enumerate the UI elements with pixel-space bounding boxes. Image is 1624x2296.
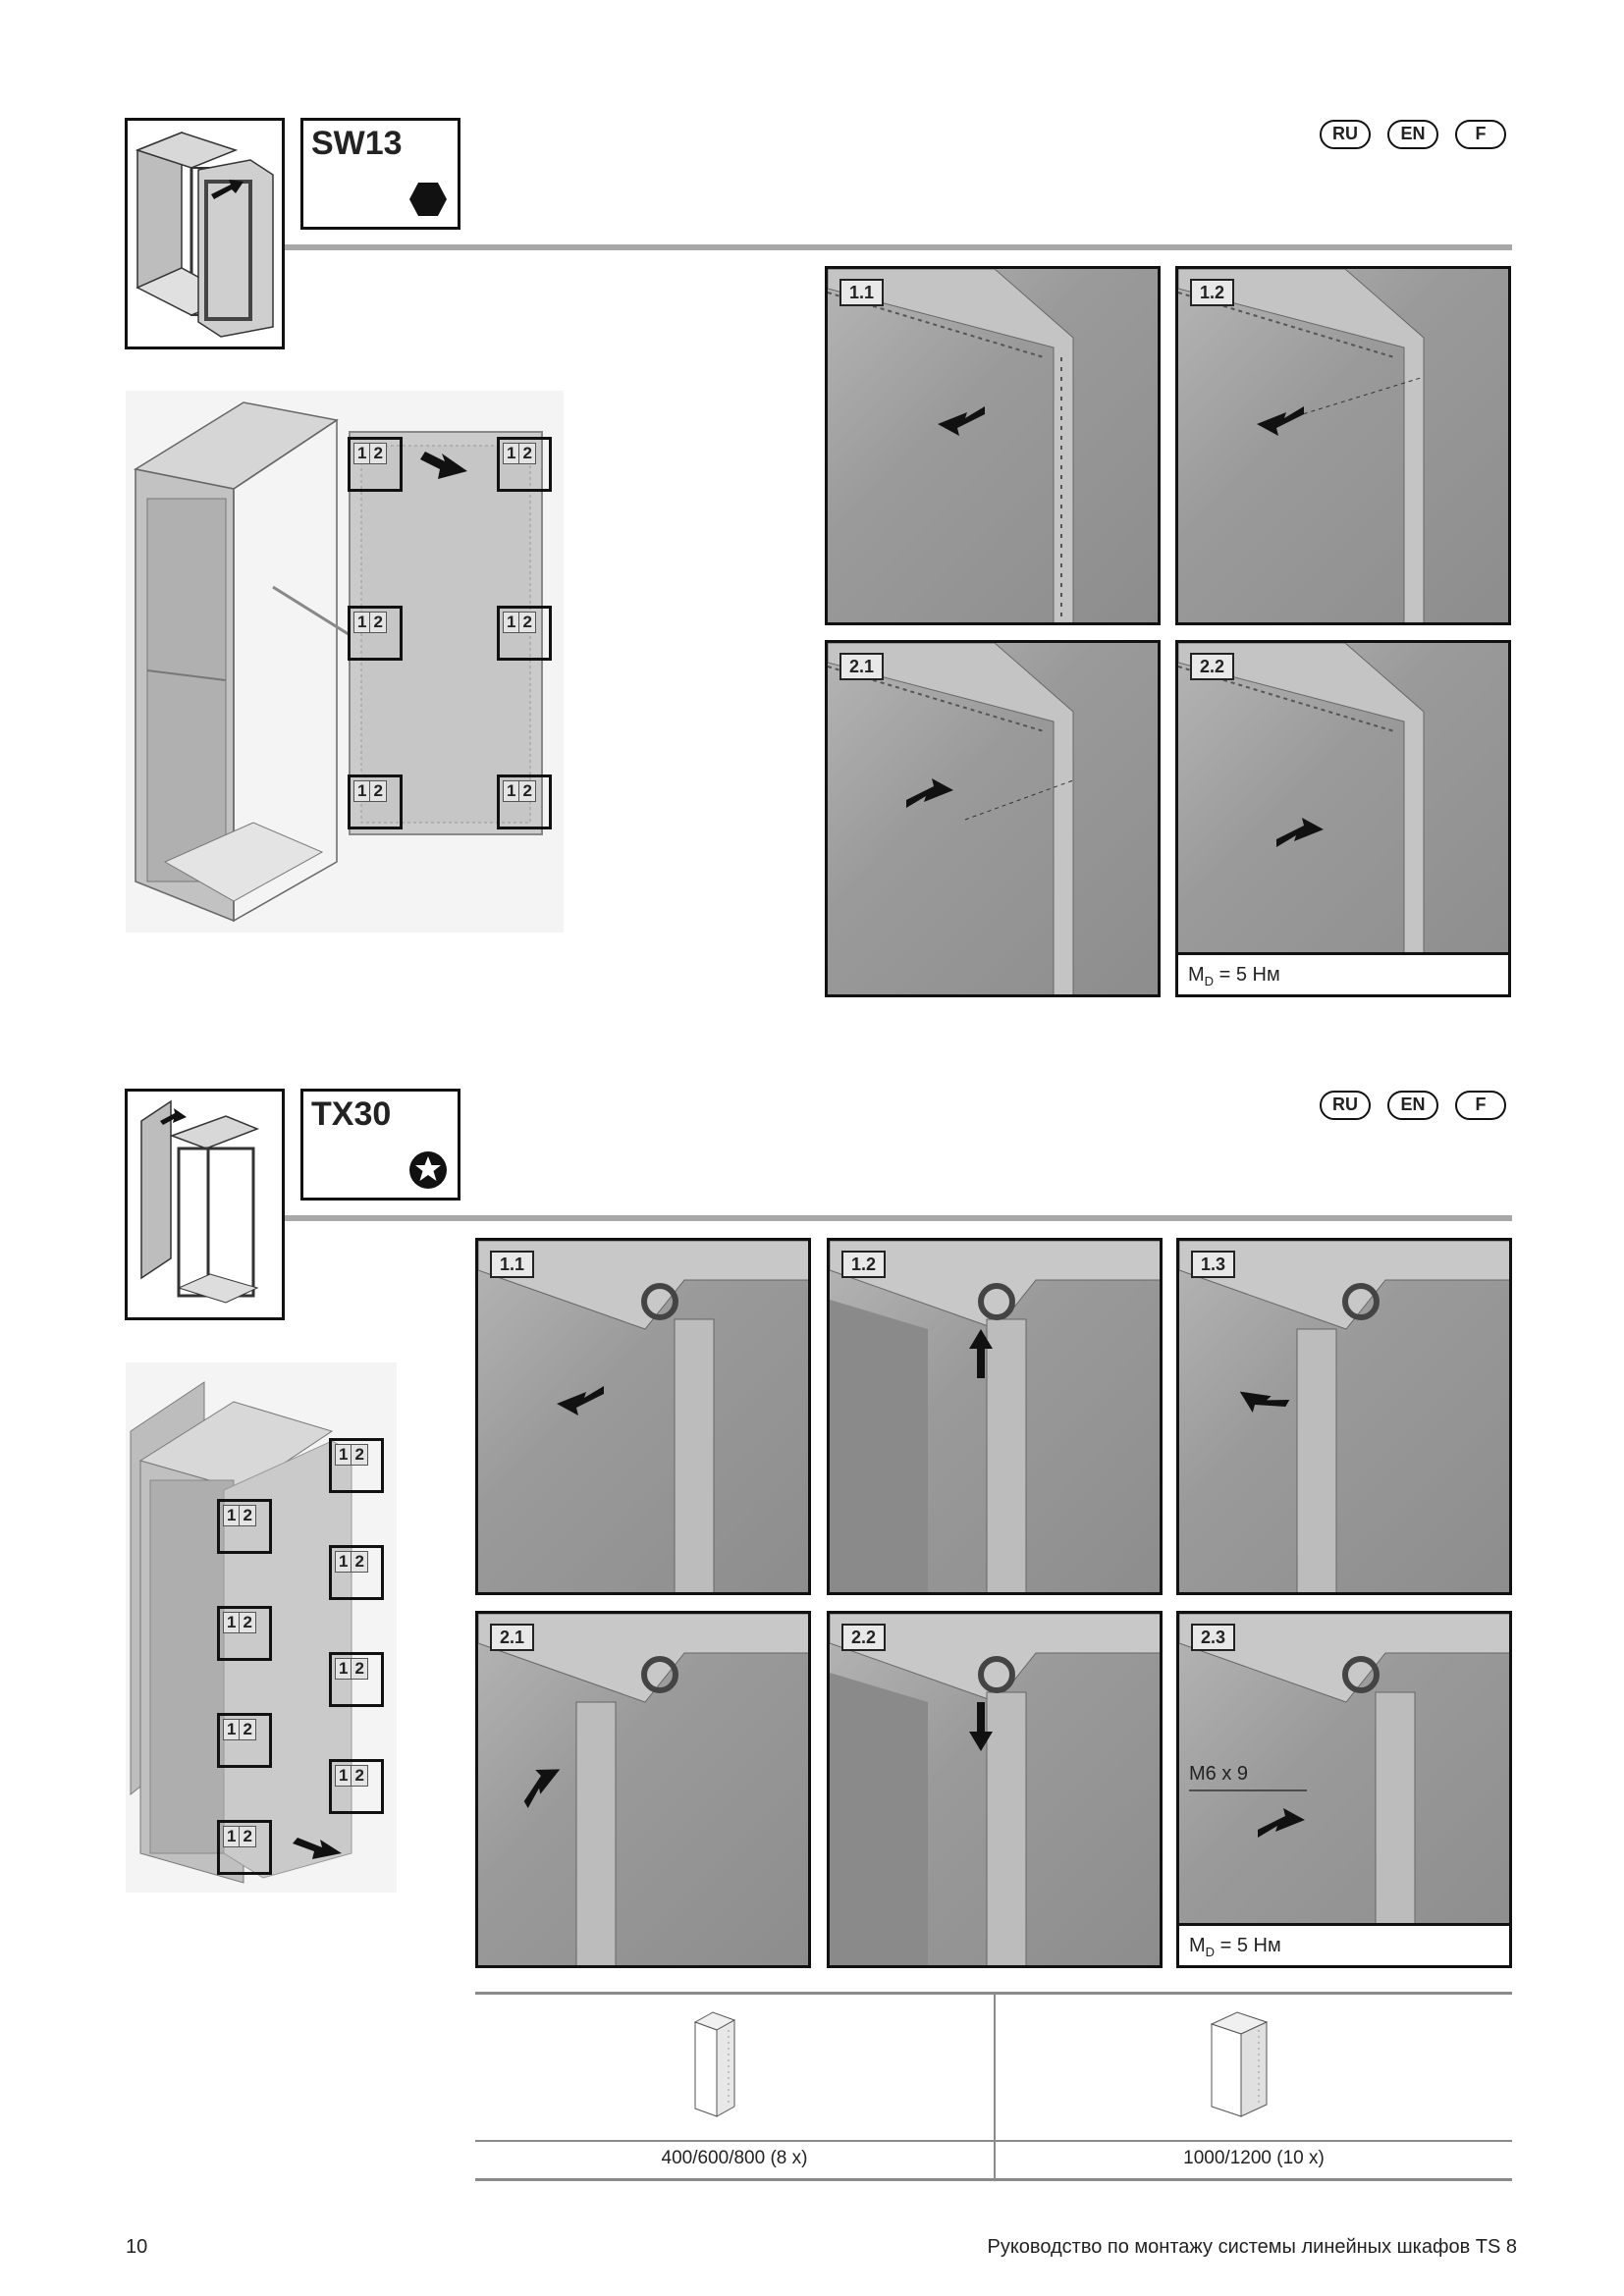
lang-f[interactable]: F <box>1455 1091 1506 1120</box>
step-panel-1-1: 1.1 <box>475 1238 811 1595</box>
step-label: 2.1 <box>839 653 885 680</box>
cabinet-side-panel-thumbnail <box>125 1089 285 1320</box>
step-panel-1-2: 1.2 <box>1175 266 1511 625</box>
document-title: Руководство по монтажу системы линейных … <box>987 2236 1517 2258</box>
cabinet-side-panel-illustration <box>126 1362 397 1893</box>
lang-en[interactable]: EN <box>1387 1091 1438 1120</box>
step-label: 1.3 <box>1191 1251 1236 1278</box>
lang-en[interactable]: EN <box>1387 120 1438 149</box>
lang-f[interactable]: F <box>1455 120 1506 149</box>
table-column-divider <box>994 1992 996 2180</box>
step-panel-1-2: 1.2 <box>827 1238 1163 1595</box>
small-cabinet-icon <box>693 2011 736 2117</box>
step-panel-2-1: 2.1 <box>475 1611 811 1968</box>
step-panel-1-3: 1.3 <box>1176 1238 1512 1595</box>
step-panel-2-1: 2.1 <box>825 640 1161 997</box>
section-divider <box>285 1215 1512 1221</box>
lang-ru[interactable]: RU <box>1320 120 1371 149</box>
step-label: 2.1 <box>490 1624 535 1651</box>
torx-star-icon <box>409 1151 447 1189</box>
tool-label: TX30 <box>311 1095 392 1133</box>
step-panel-1-1: 1.1 <box>825 266 1161 625</box>
table-cell-small: 400/600/800 (8 x) <box>661 2148 808 2168</box>
step-label: 1.2 <box>1190 279 1235 306</box>
torque-spec: MD = 5 Нм <box>1178 952 1508 994</box>
step-label: 2.3 <box>1191 1624 1236 1651</box>
cabinet-rear-panel-illustration <box>126 391 564 933</box>
hex-socket-icon <box>409 183 447 216</box>
screw-size-label: M6 x 9 <box>1189 1763 1249 1785</box>
torque-spec: MD = 5 Нм <box>1179 1923 1509 1965</box>
large-cabinet-icon <box>1210 2011 1269 2117</box>
tool-box-tx30: TX30 <box>300 1089 460 1201</box>
step-panel-2-3: 2.3 M6 x 9 MD = 5 Нм <box>1176 1611 1512 1968</box>
lang-ru[interactable]: RU <box>1320 1091 1371 1120</box>
step-label: 1.2 <box>841 1251 887 1278</box>
step-label: 1.1 <box>839 279 885 306</box>
step-panel-2-2: 2.2 MD = 5 Нм <box>1175 640 1511 997</box>
page-number: 10 <box>126 2236 148 2258</box>
cabinet-rear-panel-thumbnail <box>125 118 285 349</box>
tool-label: SW13 <box>311 125 403 162</box>
section-divider <box>285 244 1512 250</box>
tool-box-sw13: SW13 <box>300 118 460 230</box>
step-label: 2.2 <box>841 1624 887 1651</box>
table-cell-large: 1000/1200 (10 x) <box>1183 2148 1325 2168</box>
step-label: 2.2 <box>1190 653 1235 680</box>
step-panel-2-2: 2.2 <box>827 1611 1163 1968</box>
step-label: 1.1 <box>490 1251 535 1278</box>
